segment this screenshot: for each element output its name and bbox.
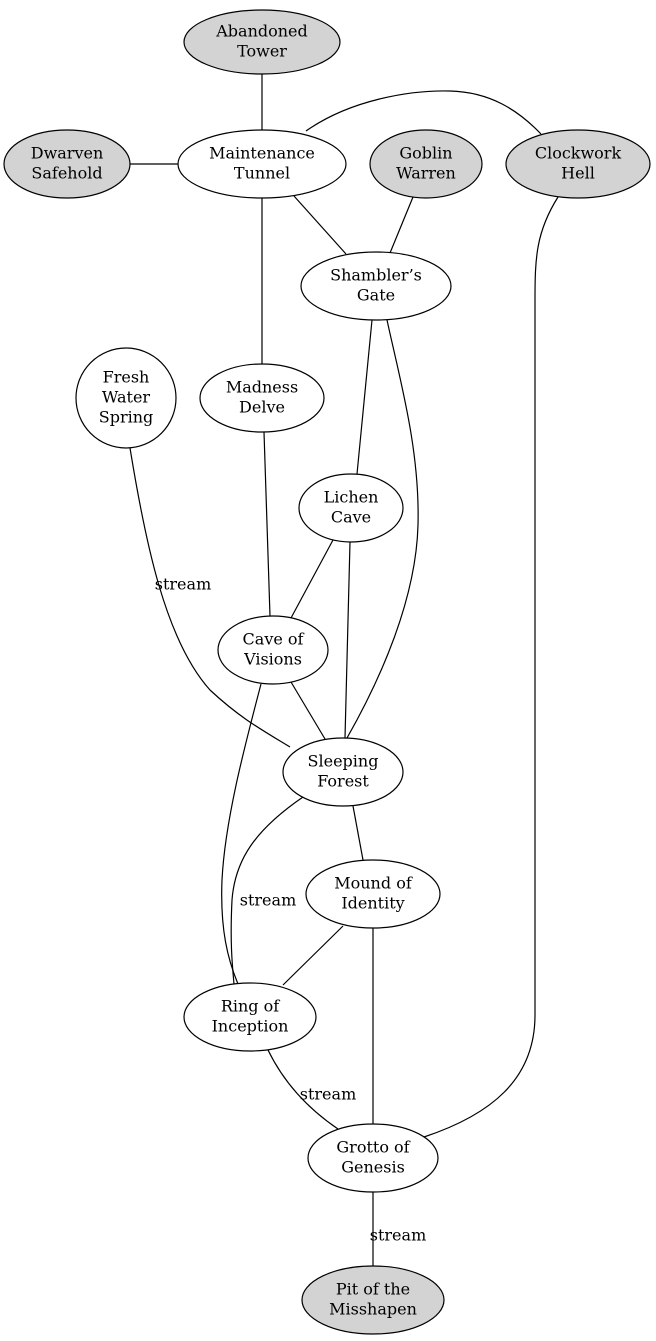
node-label: Spring [99, 408, 154, 427]
edge-lichen-cave-to-sleeping-forest [344, 541, 351, 739]
edge-madness-delve-to-cave-of-visions [263, 431, 271, 617]
node-label: Fresh [103, 368, 150, 387]
node-ellipse [282, 737, 404, 807]
edge-label: stream [155, 575, 211, 594]
edge-fresh-water-spring-to-sleeping-forest [129, 447, 291, 748]
node-label: Abandoned [215, 22, 308, 41]
edge-label: stream [370, 1226, 426, 1245]
node-label: Delve [239, 398, 285, 417]
node-label: Pit of the [336, 1280, 410, 1299]
node-label: Grotto of [336, 1138, 410, 1157]
node-label: Ring of [221, 997, 280, 1016]
node-label: Goblin [399, 144, 452, 163]
node-label: Visions [243, 650, 302, 669]
edge-ring-of-inception-to-grotto-of-genesis [267, 1049, 339, 1130]
edge-shamblers-gate-to-lichen-cave [356, 319, 373, 475]
node-label: Madness [226, 378, 298, 397]
edge-lichen-cave-to-cave-of-visions [290, 539, 334, 619]
node-label: Misshapen [329, 1300, 417, 1319]
edge-labels-layer: stream stream stream stream [155, 575, 426, 1245]
node-label: Shambler’s [330, 266, 422, 285]
node-label: Cave [331, 508, 371, 527]
edge-label: stream [240, 891, 296, 910]
edge-maintenance-tunnel-to-clockwork-hell [305, 90, 542, 135]
node-label: Cave of [243, 630, 305, 649]
node-label: Identity [341, 894, 404, 913]
node-label: Maintenance [209, 144, 315, 163]
node-label: Clockwork [535, 144, 622, 163]
node-label: Gate [357, 286, 395, 305]
node-ellipse [183, 982, 317, 1052]
node-ellipse [3, 129, 131, 199]
node-ellipse [183, 9, 341, 75]
node-ellipse [177, 129, 347, 199]
node-ellipse [369, 129, 483, 199]
node-ellipse [300, 251, 452, 321]
node-ellipse [75, 347, 177, 449]
node-label: Warren [396, 164, 456, 183]
node-ellipse [307, 1123, 439, 1193]
edge-cave-of-visions-to-ring-of-inception [221, 683, 262, 985]
node-label: Water [102, 388, 150, 407]
edge-maintenance-tunnel-to-shamblers-gate [293, 195, 347, 255]
node-label: Hell [561, 164, 595, 183]
node-label: Forest [317, 772, 369, 791]
edge-sleeping-forest-to-ring-of-inception [230, 796, 304, 985]
node-label: Sleeping [308, 752, 379, 771]
edges-layer [129, 74, 559, 1266]
node-label: Inception [212, 1017, 289, 1036]
node-ellipse [298, 473, 404, 543]
node-label: Mound of [334, 874, 413, 893]
edge-clockwork-hell-to-grotto-of-genesis [423, 196, 559, 1138]
node-label: Genesis [341, 1158, 405, 1177]
node-label: Dwarven [31, 144, 104, 163]
node-ellipse [301, 1265, 445, 1335]
edge-shamblers-gate-to-sleeping-forest [346, 319, 419, 739]
node-ellipse [305, 859, 441, 929]
edge-sleeping-forest-to-mound-of-identity [352, 805, 364, 861]
node-ellipse [505, 129, 651, 199]
edge-cave-of-visions-to-sleeping-forest [290, 681, 326, 740]
node-ellipse [199, 363, 325, 433]
edge-goblin-warren-to-shamblers-gate [389, 196, 414, 254]
edge-label: stream [300, 1085, 356, 1104]
node-ellipse [217, 615, 329, 685]
edge-mound-of-identity-to-ring-of-inception [282, 925, 344, 986]
node-label: Tunnel [234, 164, 290, 183]
node-label: Safehold [31, 164, 102, 183]
node-label: Lichen [324, 488, 379, 507]
node-label: Tower [237, 42, 287, 61]
